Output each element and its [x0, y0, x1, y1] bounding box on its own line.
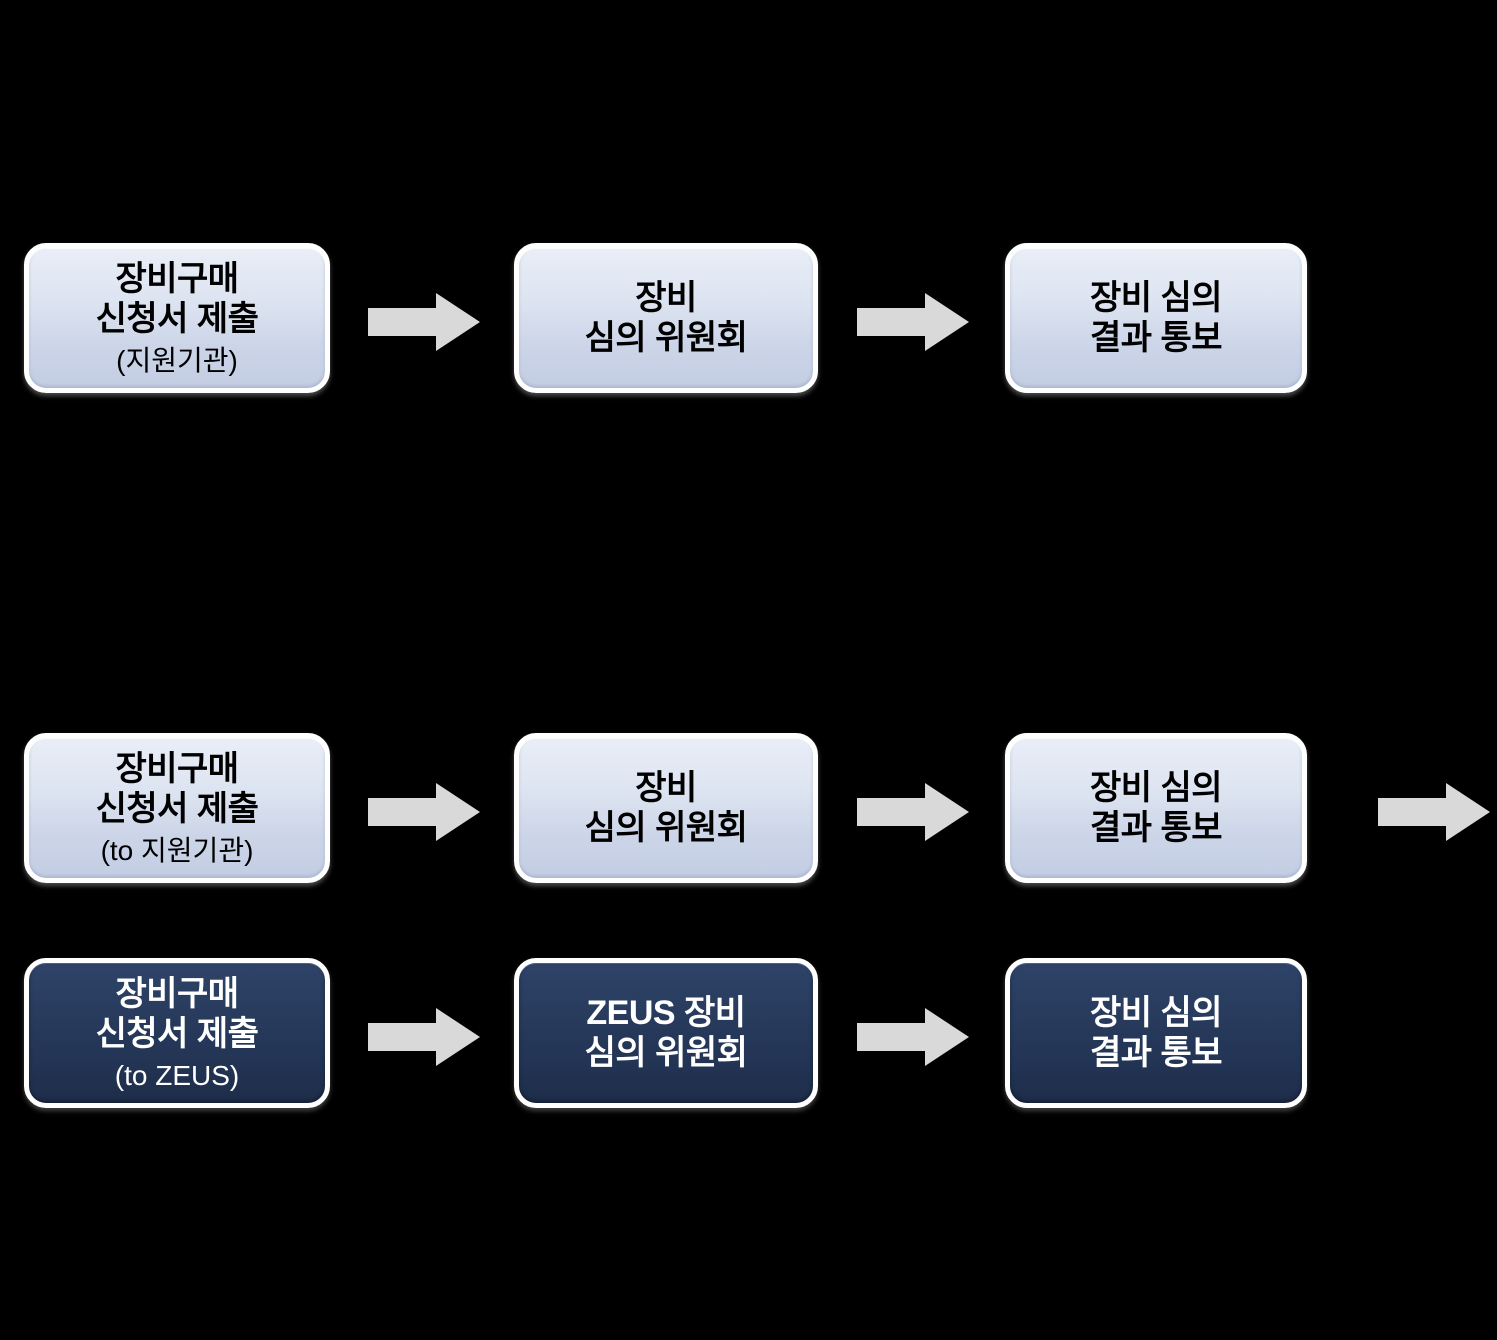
node-3-3[interactable]: 장비 심의 결과 통보: [1005, 958, 1307, 1108]
node-1-2-line-2: 심의 위원회: [584, 319, 748, 357]
node-1-1-line-1: 장비구매: [115, 260, 239, 299]
node-2-1-sub: (to 지원기관): [100, 834, 254, 866]
node-3-1[interactable]: 장비구매 신청서 제출 (to ZEUS): [24, 958, 330, 1108]
node-1-3-line-2: 결과 통보: [1089, 319, 1223, 357]
node-3-1-line-1: 장비구매: [115, 975, 239, 1014]
arrow-2-2: [857, 783, 969, 841]
arrow-3-2: [857, 1008, 969, 1066]
node-2-1[interactable]: 장비구매 신청서 제출 (to 지원기관): [24, 733, 330, 883]
node-3-3-line-1: 장비 심의: [1089, 993, 1223, 1032]
node-2-2-line-2: 심의 위원회: [584, 809, 748, 847]
node-3-1-line-2: 신청서 제출: [95, 1015, 259, 1054]
node-1-2-line-1: 장비: [635, 278, 697, 317]
node-3-1-sub: (to ZEUS): [114, 1059, 240, 1091]
node-2-1-line-2: 신청서 제출: [95, 790, 259, 829]
node-2-3-line-1: 장비 심의: [1089, 768, 1223, 807]
node-2-2[interactable]: 장비 심의 위원회: [514, 733, 818, 883]
node-3-3-line-2: 결과 통보: [1089, 1034, 1223, 1072]
node-3-2-line-1: ZEUS 장비: [586, 993, 746, 1032]
node-3-2[interactable]: ZEUS 장비 심의 위원회: [514, 958, 818, 1108]
node-1-3[interactable]: 장비 심의 결과 통보: [1005, 243, 1307, 393]
arrow-2-1: [368, 783, 480, 841]
node-2-1-line-1: 장비구매: [115, 750, 239, 789]
node-2-3-line-2: 결과 통보: [1089, 809, 1223, 847]
node-2-3[interactable]: 장비 심의 결과 통보: [1005, 733, 1307, 883]
node-1-1-sub: (지원기관): [116, 344, 238, 376]
node-3-2-line-2: 심의 위원회: [584, 1034, 748, 1072]
arrow-2-3-truncated: [1378, 783, 1497, 841]
arrow-3-1: [368, 1008, 480, 1066]
node-2-2-line-1: 장비: [635, 768, 697, 807]
node-1-2[interactable]: 장비 심의 위원회: [514, 243, 818, 393]
node-1-1-line-2: 신청서 제출: [95, 300, 259, 339]
arrow-1-2: [857, 293, 969, 351]
arrow-1-1: [368, 293, 480, 351]
node-1-1[interactable]: 장비구매 신청서 제출 (지원기관): [24, 243, 330, 393]
node-1-3-line-1: 장비 심의: [1089, 278, 1223, 317]
